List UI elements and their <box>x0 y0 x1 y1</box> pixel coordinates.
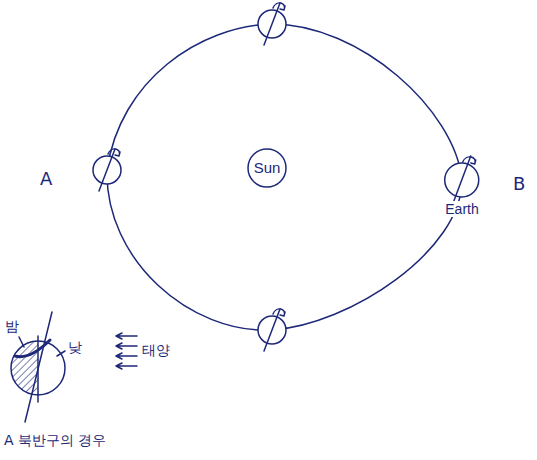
sunlight-arrow <box>116 333 137 339</box>
sunlight-arrow <box>116 343 137 349</box>
position-label: A <box>40 169 52 190</box>
inset-caption: A 북반구의 경우 <box>4 432 106 448</box>
sun-direction-label: 태양 <box>142 342 170 358</box>
earth-axis <box>264 3 280 45</box>
sun-circle: Sun <box>247 148 287 188</box>
day-label: 낮 <box>68 339 82 355</box>
earth-axis <box>453 156 471 204</box>
sunlight-arrow <box>116 353 137 359</box>
sunlight-arrow <box>116 363 137 369</box>
earth-symbol <box>258 3 286 45</box>
sun-outline <box>248 149 286 187</box>
rotation-arrow <box>463 157 476 164</box>
rotation-arrow <box>273 309 285 316</box>
earth-axis <box>99 149 115 191</box>
night-label: 밤 <box>5 318 19 334</box>
leader-line <box>19 337 24 347</box>
node-text: Earth <box>443 201 480 217</box>
orbit-path <box>107 24 462 330</box>
node-outline <box>441 162 482 198</box>
position-label: B <box>513 174 525 195</box>
rotation-arrow <box>108 149 120 156</box>
earth-symbol <box>93 149 121 191</box>
earth-symbol <box>258 309 286 351</box>
latitude-line <box>15 340 50 357</box>
rotation-arrow <box>273 3 285 10</box>
inset-axis <box>25 312 52 422</box>
node-text: Sun <box>254 159 281 176</box>
earth-node: Earth <box>441 162 482 218</box>
leader-line <box>57 351 65 356</box>
earth-axis <box>264 309 280 351</box>
